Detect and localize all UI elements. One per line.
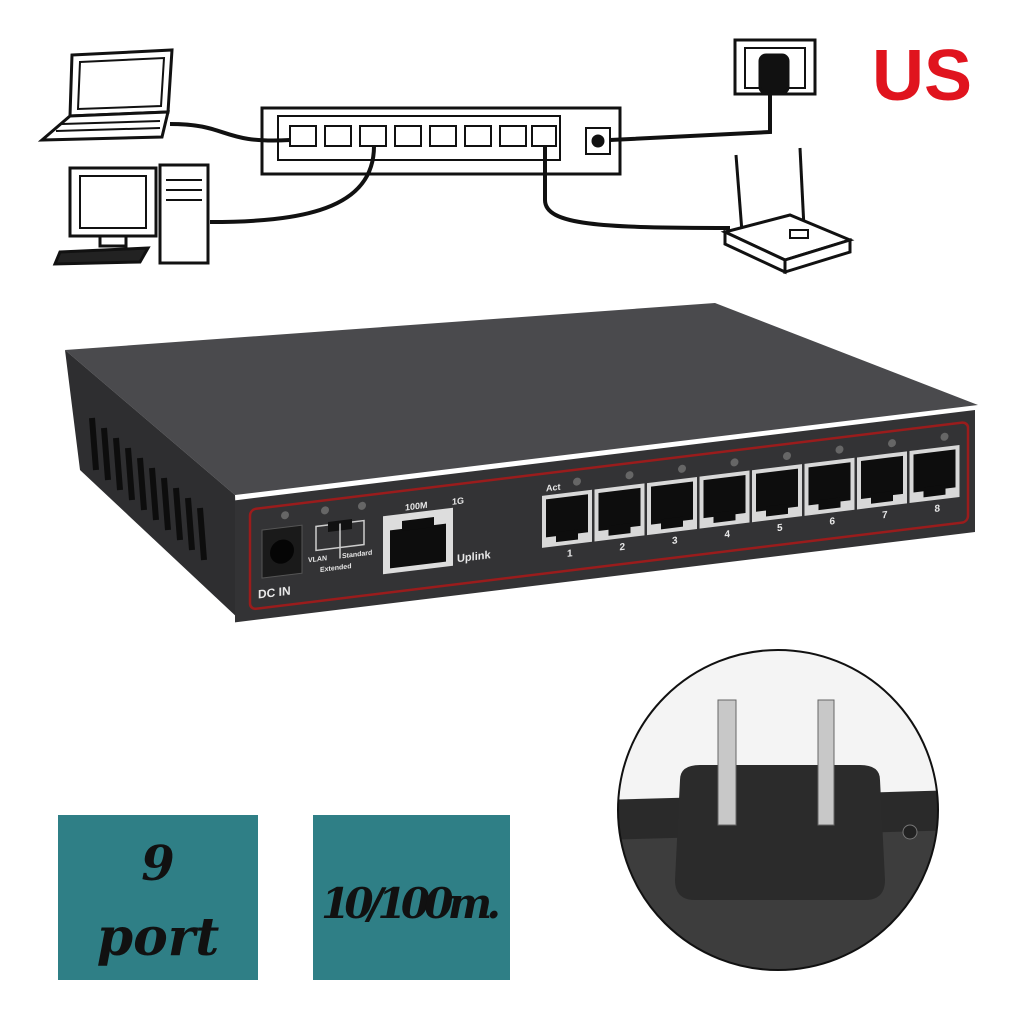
uplink-label: Uplink — [457, 549, 491, 565]
wall-socket-icon — [733, 38, 817, 96]
port-count-badge: 9 port — [58, 815, 258, 980]
lan-port-7[interactable] — [857, 451, 907, 510]
badge-speed-text: 10/100m. — [321, 879, 501, 928]
port-led — [783, 451, 791, 461]
vlan-label: VLAN — [308, 555, 327, 564]
port-number-label: 3 — [672, 535, 678, 547]
network-switch: DC IN VLAN Standard Extended 100M 1G Up — [65, 303, 978, 623]
lan-port-6[interactable] — [804, 457, 855, 516]
speed-badge: 10/100m. — [313, 815, 510, 980]
port-number-label: 2 — [620, 542, 626, 554]
lan-port-8[interactable] — [909, 444, 960, 504]
front-trim — [248, 421, 970, 611]
standard-label: Standard — [342, 550, 372, 561]
extended-label: Extended — [320, 563, 351, 574]
port-led — [573, 477, 581, 486]
port-led — [835, 445, 844, 454]
uplink-1g-label: 1G — [452, 495, 464, 506]
dc-jack-socket — [270, 539, 294, 564]
switch-diagram-icon — [260, 106, 622, 176]
lan-port-1[interactable] — [542, 489, 592, 548]
badge-port-text: port — [97, 907, 219, 968]
region-label: US — [872, 36, 972, 116]
uplink-100m-label: 100M — [405, 500, 427, 513]
desktop-computer-icon — [52, 163, 210, 266]
port-led — [730, 458, 739, 467]
dc-in-label: DC IN — [258, 584, 291, 602]
led-indicator — [281, 511, 289, 520]
lan-port-4[interactable] — [699, 470, 750, 529]
port-led — [625, 471, 634, 480]
port-number-label: 4 — [725, 529, 731, 541]
port-led — [678, 464, 686, 473]
laptop-icon — [37, 48, 174, 142]
uplink-port[interactable] — [383, 507, 453, 575]
port-led — [940, 432, 949, 441]
router-icon — [720, 147, 855, 275]
network-cables — [169, 92, 772, 230]
port-number-label: 1 — [567, 548, 573, 560]
led-indicator — [321, 506, 329, 515]
switch-top-face — [65, 303, 978, 495]
lan-port-5[interactable] — [752, 464, 802, 523]
us-plug-closeup — [617, 649, 939, 971]
lan-port-2[interactable] — [594, 483, 645, 542]
mode-switch[interactable] — [315, 518, 365, 562]
connection-diagram — [37, 38, 855, 275]
port-number-label: 5 — [777, 523, 783, 535]
port-number-label: 8 — [935, 503, 941, 515]
led-indicator — [358, 501, 366, 510]
act-label: Act — [546, 482, 560, 494]
port-number-label: 6 — [830, 516, 836, 528]
port-number-label: 7 — [882, 510, 888, 522]
lan-port-3[interactable] — [647, 476, 697, 536]
port-led — [888, 439, 896, 448]
vent-slots — [89, 417, 207, 561]
badge-port-number: 9 — [141, 836, 174, 892]
lan-ports: 1 2 3 4 5 6 7 8 — [542, 432, 960, 560]
